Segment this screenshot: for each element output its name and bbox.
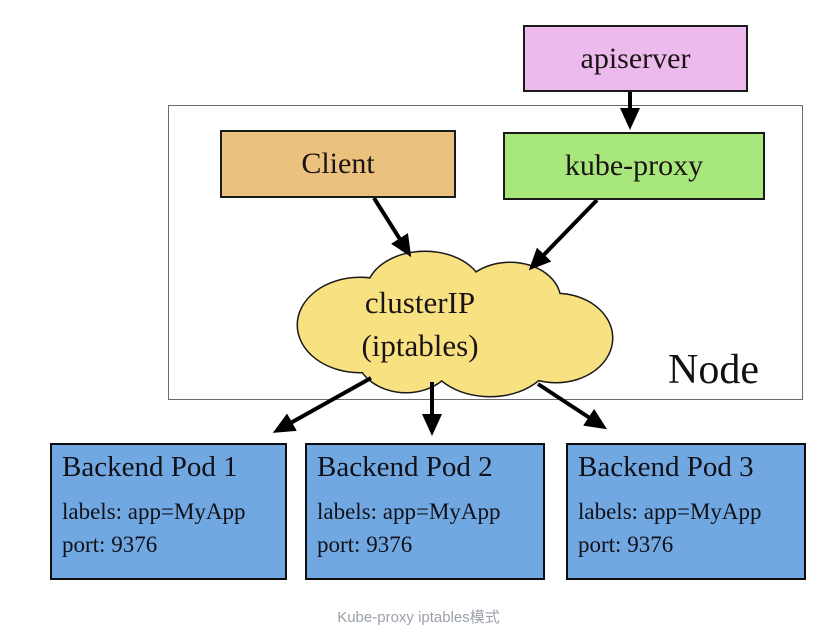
backend-pod-3-box: Backend Pod 3 labels: app=MyApp port: 93… xyxy=(566,443,806,580)
cluster-ip-line1: clusterIP xyxy=(364,285,476,320)
node-boundary-rect xyxy=(168,105,803,400)
pod-port: port: 9376 xyxy=(317,532,413,558)
backend-pod-1-box: Backend Pod 1 labels: app=MyApp port: 93… xyxy=(50,443,287,580)
pod-port: port: 9376 xyxy=(62,532,158,558)
client-label: Client xyxy=(301,147,375,180)
client-box: Client xyxy=(220,130,456,198)
pod-title: Backend Pod 2 xyxy=(317,451,493,483)
node-label: Node xyxy=(668,347,759,393)
backend-pod-2-box: Backend Pod 2 labels: app=MyApp port: 93… xyxy=(305,443,545,580)
diagram-caption: Kube-proxy iptables模式 xyxy=(337,609,500,626)
cluster-ip-text: clusterIP (iptables) xyxy=(330,282,510,368)
apiserver-label: apiserver xyxy=(580,41,691,75)
kube-proxy-label: kube-proxy xyxy=(564,149,704,182)
kube-proxy-box: kube-proxy xyxy=(503,132,765,200)
pod-port: port: 9376 xyxy=(578,532,674,558)
pod-labels: labels: app=MyApp xyxy=(62,498,246,524)
apiserver-box: apiserver xyxy=(523,25,748,92)
pod-labels: labels: app=MyApp xyxy=(578,498,762,524)
pod-labels: labels: app=MyApp xyxy=(317,498,501,524)
pod-title: Backend Pod 3 xyxy=(578,451,754,483)
cluster-ip-line2: (iptables) xyxy=(361,327,479,363)
pod-title: Backend Pod 1 xyxy=(62,451,238,483)
